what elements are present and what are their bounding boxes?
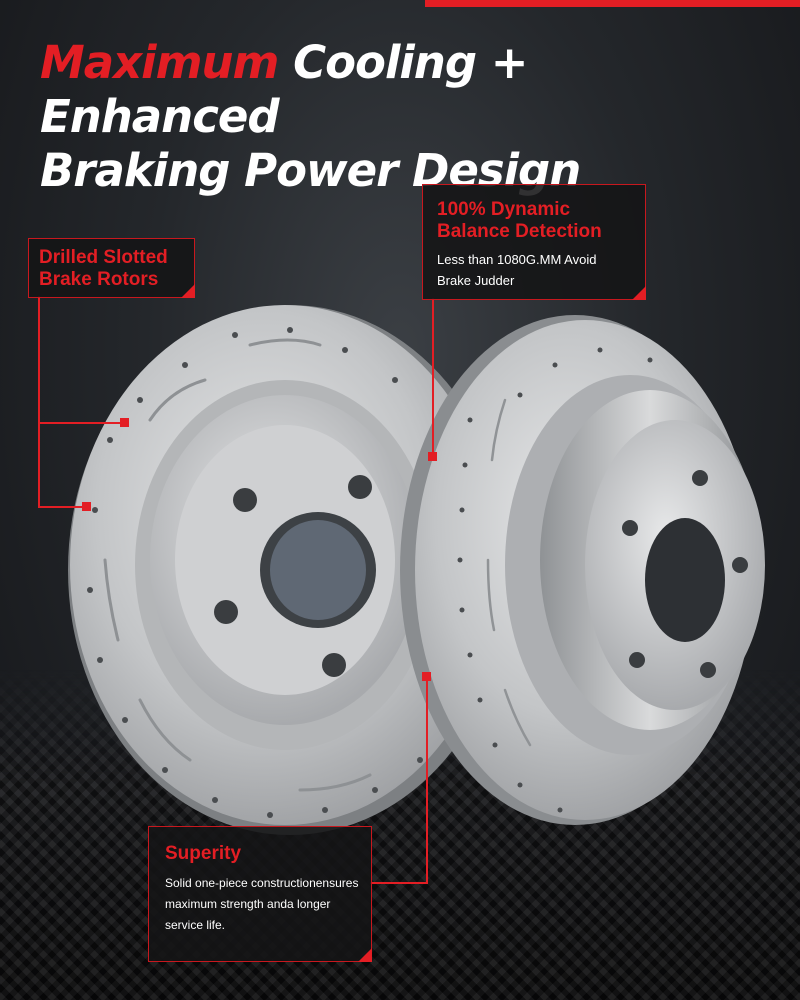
top-accent-bar: [0, 0, 800, 10]
drilled-title-line-1: Drilled Slotted: [39, 247, 168, 268]
superity-desc-line-2: maximum strength anda longer: [165, 897, 331, 911]
drilled-connector-bottom: [38, 506, 88, 508]
dynamic-balance-description: Less than 1080G.MM Avoid Brake Judder: [423, 243, 645, 291]
headline-line-1-rest: Cooling + Enhanced: [40, 36, 528, 143]
page-title: Maximum Cooling + Enhanced Braking Power…: [40, 36, 780, 198]
callout-corner: [181, 284, 195, 298]
balance-desc-line-2: Brake Judder: [437, 273, 515, 288]
superity-description: Solid one-piece constructionensures maxi…: [149, 865, 371, 936]
superity-marker: [422, 672, 431, 681]
superity-connector: [426, 676, 428, 884]
callout-corner: [358, 948, 372, 962]
callout-corner: [632, 286, 646, 300]
left-rotor: [68, 305, 512, 835]
superity-desc-line-3: service life.: [165, 918, 226, 932]
drilled-marker-bottom: [82, 502, 91, 511]
drilled-slotted-callout: Drilled Slotted Brake Rotors: [28, 238, 195, 298]
dynamic-balance-callout: 100% Dynamic Balance Detection Less than…: [422, 184, 646, 300]
superity-desc-line-1: Solid one-piece constructionensures: [165, 876, 359, 890]
balance-connector: [432, 298, 434, 458]
balance-title-line-1: 100% Dynamic: [437, 199, 571, 220]
balance-desc-line-1: Less than 1080G.MM Avoid: [437, 252, 597, 267]
headline-line-1: Maximum Cooling + Enhanced: [40, 36, 780, 144]
superity-callout: Superity Solid one-piece constructionens…: [148, 826, 372, 962]
superity-title: Superity: [165, 843, 242, 864]
headline-accent: Maximum: [40, 36, 279, 89]
drilled-connector-top: [38, 422, 126, 424]
right-rotor: [400, 315, 765, 825]
drilled-marker-top: [120, 418, 129, 427]
superity-connector-horizontal: [370, 882, 428, 884]
drilled-title-line-2: Brake Rotors: [39, 269, 159, 290]
balance-title-line-2: Balance Detection: [437, 221, 602, 242]
balance-marker: [428, 452, 437, 461]
drilled-slotted-title: Drilled Slotted Brake Rotors: [29, 239, 194, 291]
drilled-connector-vertical: [38, 296, 40, 508]
dynamic-balance-title: 100% Dynamic Balance Detection: [423, 185, 645, 243]
